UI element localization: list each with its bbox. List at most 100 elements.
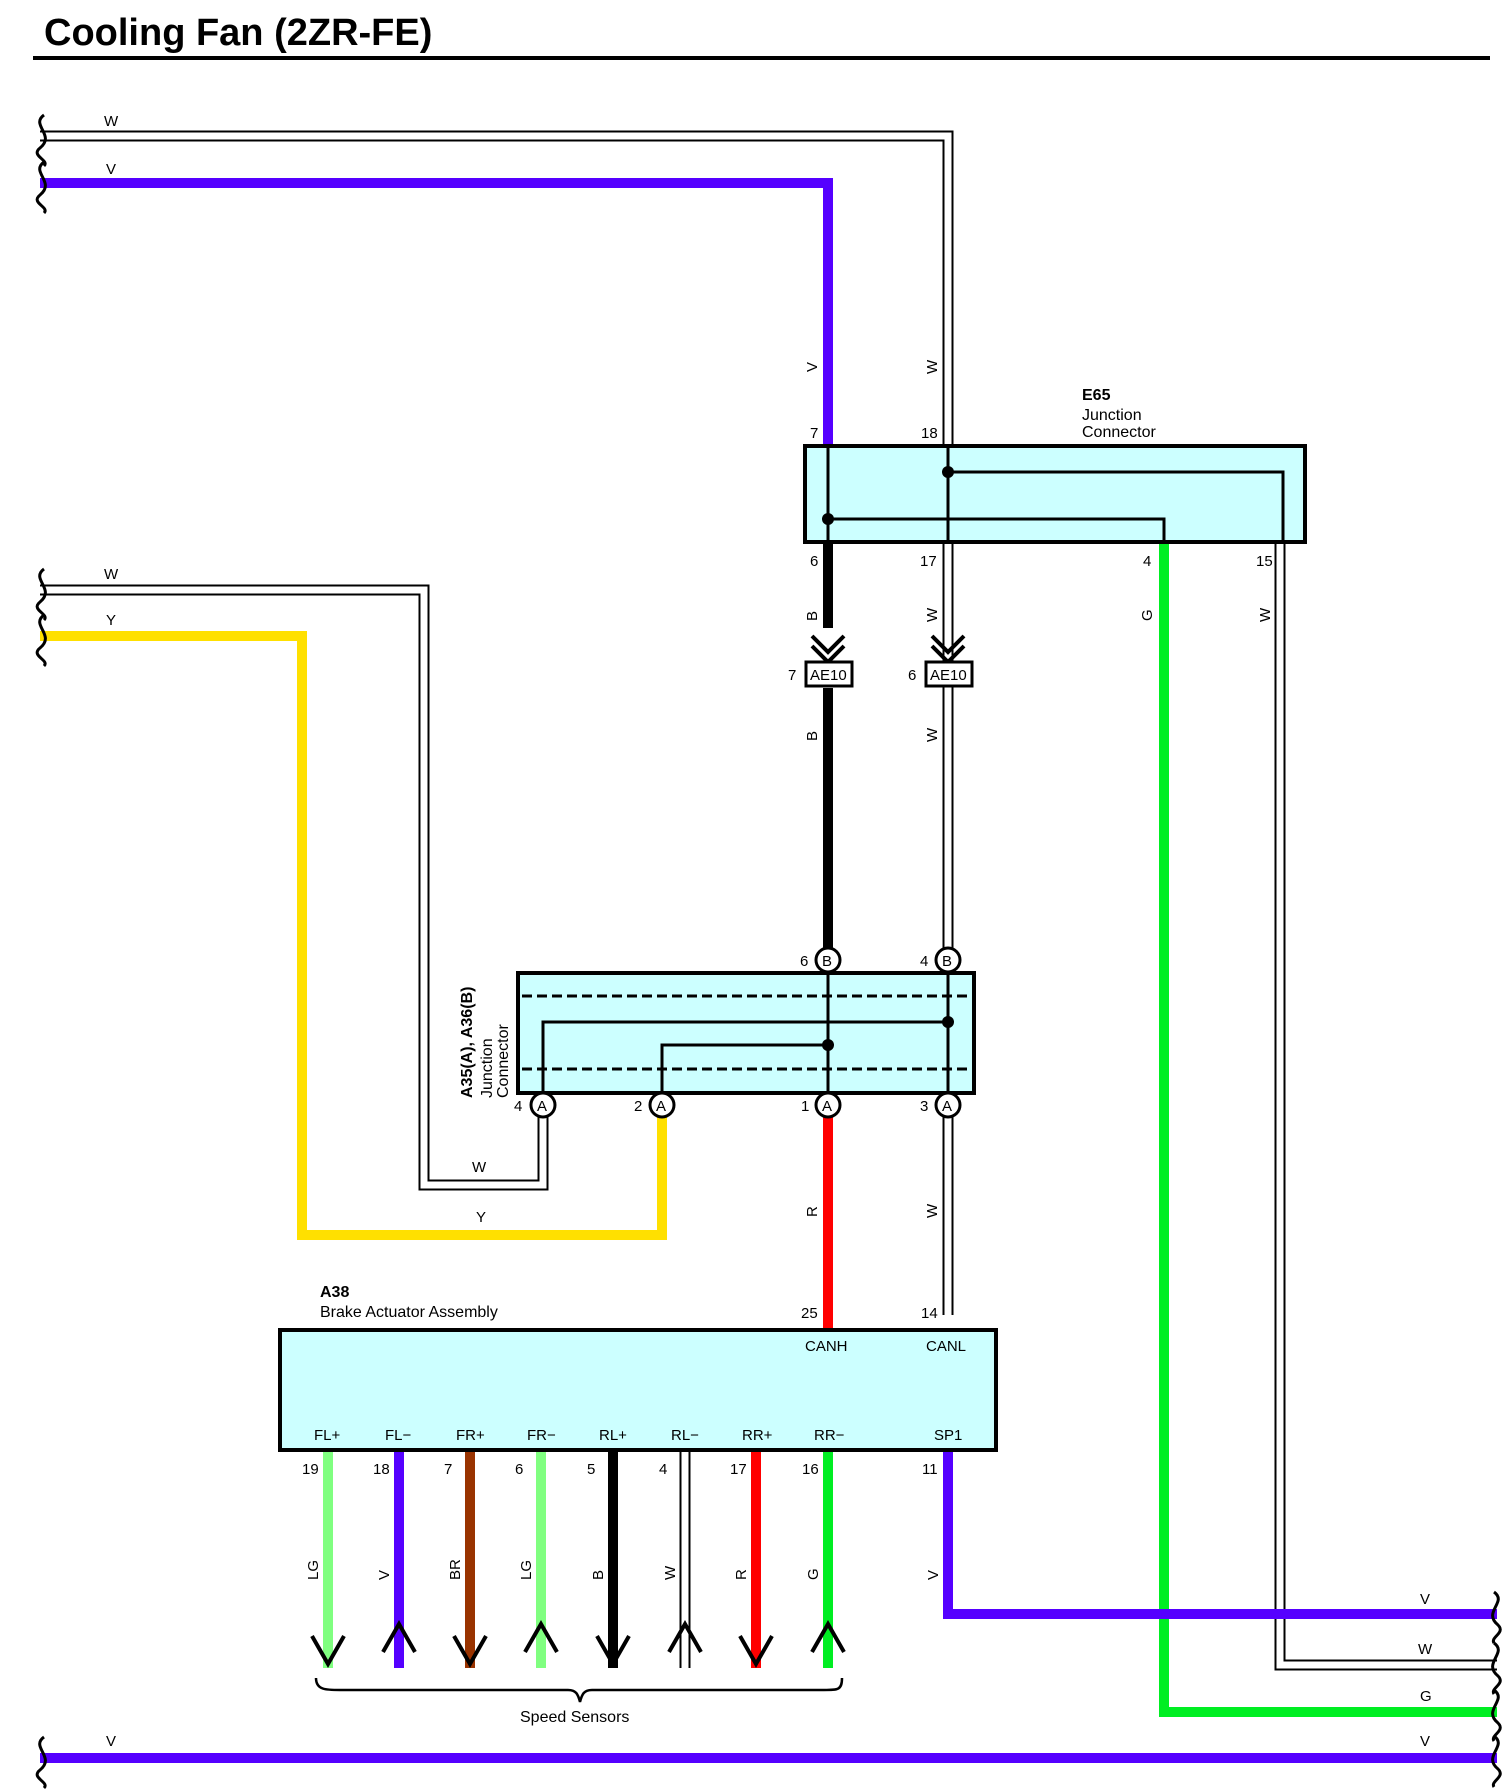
e65-name-1: Junction xyxy=(1082,407,1142,424)
a35-a1-terminal: A xyxy=(814,1091,842,1119)
terminal-wire-code: G xyxy=(805,1568,822,1580)
terminal-signal: SP1 xyxy=(934,1427,962,1444)
a38-canl: CANL xyxy=(926,1338,966,1355)
ae10-label-left: AE10 xyxy=(810,667,847,684)
speed-sensors-label: Speed Sensors xyxy=(520,1709,629,1726)
a35-a36-junction-connector xyxy=(516,971,976,1095)
wire-label-w-vert-4: W xyxy=(924,727,941,742)
e65-pin-4: 4 xyxy=(1143,553,1151,570)
svg-text:A: A xyxy=(942,1098,952,1115)
e65-pin-17: 17 xyxy=(920,553,937,570)
ae10-connector-right xyxy=(924,634,974,688)
terminal-signal: RL− xyxy=(671,1427,699,1444)
a35-a2-terminal: A xyxy=(648,1091,676,1119)
a35-b6-terminal: B xyxy=(814,946,842,974)
wire-label-w-right: W xyxy=(1418,1641,1433,1658)
terminal-wire-code: V xyxy=(376,1570,393,1580)
wire-label-b-vert-1: B xyxy=(804,611,821,621)
break-marks-left xyxy=(35,113,47,1790)
a38-terminals: FL+19LGFL−18VFR+7BRFR−6LGRL+5BRL−4WRR+17… xyxy=(302,1427,962,1669)
wire-label-v: V xyxy=(106,161,116,178)
wire-label-v-vert: V xyxy=(804,362,821,372)
break-marks-right xyxy=(1491,1590,1502,1788)
speed-sensors-brace xyxy=(314,1677,844,1703)
wire-label-y-loop: Y xyxy=(476,1209,486,1226)
svg-text:A: A xyxy=(656,1098,666,1115)
a35-pin-a1: 1 xyxy=(801,1098,809,1115)
a35-pin-b4: 4 xyxy=(920,953,928,970)
wire-label-w-mid: W xyxy=(104,566,119,583)
ae10-connector-left xyxy=(804,634,854,688)
svg-text:A: A xyxy=(822,1098,832,1115)
e65-pin-18: 18 xyxy=(921,425,938,442)
terminal-signal: FL+ xyxy=(314,1427,341,1444)
wire-label-y: Y xyxy=(106,612,116,629)
wire-label-w-vert-5: W xyxy=(924,1203,941,1218)
ae10-label-right: AE10 xyxy=(930,667,967,684)
terminal-wire-code: R xyxy=(733,1569,750,1580)
terminal-pin: 18 xyxy=(373,1461,390,1478)
a35-name-2: Connector xyxy=(495,1024,512,1098)
ae10-pin-left: 7 xyxy=(788,667,796,684)
a35-name-1: Junction xyxy=(479,1038,496,1098)
a38-terminal-rlminus: RL−4W xyxy=(659,1427,703,1668)
terminal-pin: 17 xyxy=(730,1461,747,1478)
terminal-pin: 4 xyxy=(659,1461,667,1478)
wire-label-r-vert: R xyxy=(804,1206,821,1217)
terminal-signal: FR− xyxy=(527,1427,556,1444)
wire-label-w-loop: W xyxy=(472,1159,487,1176)
a38-canh: CANH xyxy=(805,1338,848,1355)
a38-terminal-rlplus: RL+5B xyxy=(587,1427,631,1669)
svg-text:A: A xyxy=(537,1098,547,1115)
terminal-signal: FL− xyxy=(385,1427,412,1444)
terminal-signal: RR− xyxy=(814,1427,845,1444)
wire-v-sp1 xyxy=(943,1452,1497,1619)
wire-w-mid xyxy=(40,584,549,1191)
wire-label-g-right: G xyxy=(1420,1688,1432,1705)
wire-w-top xyxy=(40,130,954,1315)
e65-pin-6: 6 xyxy=(810,553,818,570)
wire-label-w-vert: W xyxy=(924,359,941,374)
wire-label-w-vert-2: W xyxy=(924,607,941,622)
wire-label-b-vert-2: B xyxy=(804,731,821,741)
wire-label-v-bottom: V xyxy=(106,1733,116,1750)
svg-text:B: B xyxy=(942,953,952,970)
e65-junction-connector xyxy=(803,444,1307,544)
wire-y xyxy=(40,631,667,1240)
a35-a4-terminal: A xyxy=(529,1091,557,1119)
e65-name-2: Connector xyxy=(1082,424,1156,441)
a35-pin-a3: 3 xyxy=(920,1098,928,1115)
terminal-pin: 19 xyxy=(302,1461,319,1478)
a35-a3-terminal: A xyxy=(934,1091,962,1119)
page-title: Cooling Fan (2ZR-FE) xyxy=(44,12,432,54)
svg-text:B: B xyxy=(822,953,832,970)
wire-label-v-bottom-right: V xyxy=(1420,1733,1430,1750)
a38-terminal-frplus: FR+7BR xyxy=(444,1427,488,1669)
a35-pin-a4: 4 xyxy=(514,1098,522,1115)
a38-terminal-rrminus: RR− 16G xyxy=(802,1427,846,1668)
a35-pin-a2: 2 xyxy=(634,1098,642,1115)
a38-id: A38 xyxy=(320,1284,349,1301)
wire-label-v-right: V xyxy=(1420,1591,1430,1608)
wire-label-w: W xyxy=(104,113,119,130)
wire-v-top xyxy=(40,178,833,446)
wire-label-g-vert: G xyxy=(1139,609,1156,621)
wire-w-right xyxy=(1274,544,1497,1671)
terminal-wire-code: V xyxy=(925,1570,942,1580)
e65-pin-15: 15 xyxy=(1256,553,1273,570)
terminal-wire-code: BR xyxy=(447,1559,464,1580)
terminal-pin: 7 xyxy=(444,1461,452,1478)
ae10-pin-right: 6 xyxy=(908,667,916,684)
terminal-wire-code: LG xyxy=(305,1560,322,1580)
terminal-signal: RR+ xyxy=(742,1427,773,1444)
a35-id: A35(A), A36(B) xyxy=(459,987,476,1098)
e65-pin-7: 7 xyxy=(810,425,818,442)
terminal-pin: 16 xyxy=(802,1461,819,1478)
terminal-pin: 5 xyxy=(587,1461,595,1478)
wire-g-right xyxy=(1159,544,1497,1717)
a38-pin-14: 14 xyxy=(921,1305,938,1322)
wire-label-w-vert-3: W xyxy=(1257,607,1274,622)
a38-terminal-rrplus: RR+ 17R xyxy=(730,1427,774,1669)
